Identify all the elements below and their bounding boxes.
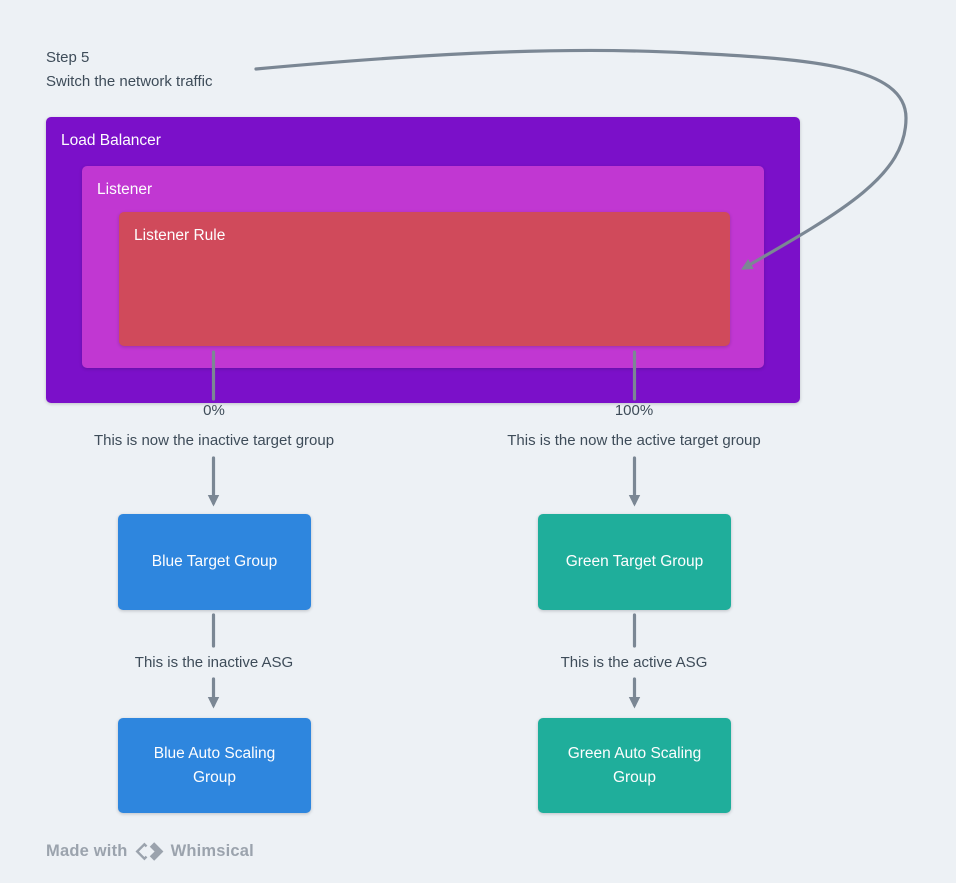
left-asg-note: This is the inactive ASG bbox=[134, 654, 294, 671]
blue-auto-scaling-group-label: Blue Auto Scaling Group bbox=[153, 744, 276, 786]
made-with-text: Made with bbox=[46, 841, 128, 860]
right-asg-note: This is the active ASG bbox=[560, 654, 708, 671]
left-target-group-note: This is now the inactive target group bbox=[93, 432, 335, 449]
right-percent-label: 100% bbox=[614, 402, 654, 419]
step-annotation-line2: Switch the network traffic bbox=[46, 73, 213, 90]
step-annotation-line1: Step 5 bbox=[46, 49, 90, 66]
left-percent-label: 0% bbox=[203, 402, 225, 419]
green-auto-scaling-group-box: Green Auto Scaling Group bbox=[538, 718, 731, 813]
green-target-group-label: Green Target Group bbox=[565, 553, 704, 570]
listener-box: Listener Listener Rule bbox=[82, 166, 764, 368]
green-target-group-box: Green Target Group bbox=[538, 514, 731, 610]
blue-target-group-label: Blue Target Group bbox=[151, 553, 278, 570]
blue-auto-scaling-group-box: Blue Auto Scaling Group bbox=[118, 718, 311, 813]
blue-target-group-box: Blue Target Group bbox=[118, 514, 311, 610]
listener-rule-label: Listener Rule bbox=[134, 227, 226, 244]
made-with-whimsical-link[interactable]: Made with Whimsical bbox=[46, 837, 254, 865]
load-balancer-label: Load Balancer bbox=[61, 132, 161, 149]
listener-label: Listener bbox=[97, 181, 153, 198]
right-target-group-note: This is the now the active target group bbox=[507, 432, 761, 449]
load-balancer-box: Load Balancer Listener Listener Rule bbox=[46, 117, 800, 403]
green-auto-scaling-group-label: Green Auto Scaling Group bbox=[567, 744, 702, 786]
step-annotation: Step 5 Switch the network traffic bbox=[46, 46, 212, 94]
whimsical-logo-icon bbox=[135, 841, 163, 861]
whimsical-brand-text: Whimsical bbox=[170, 841, 254, 860]
listener-rule-box: Listener Rule bbox=[119, 212, 730, 346]
